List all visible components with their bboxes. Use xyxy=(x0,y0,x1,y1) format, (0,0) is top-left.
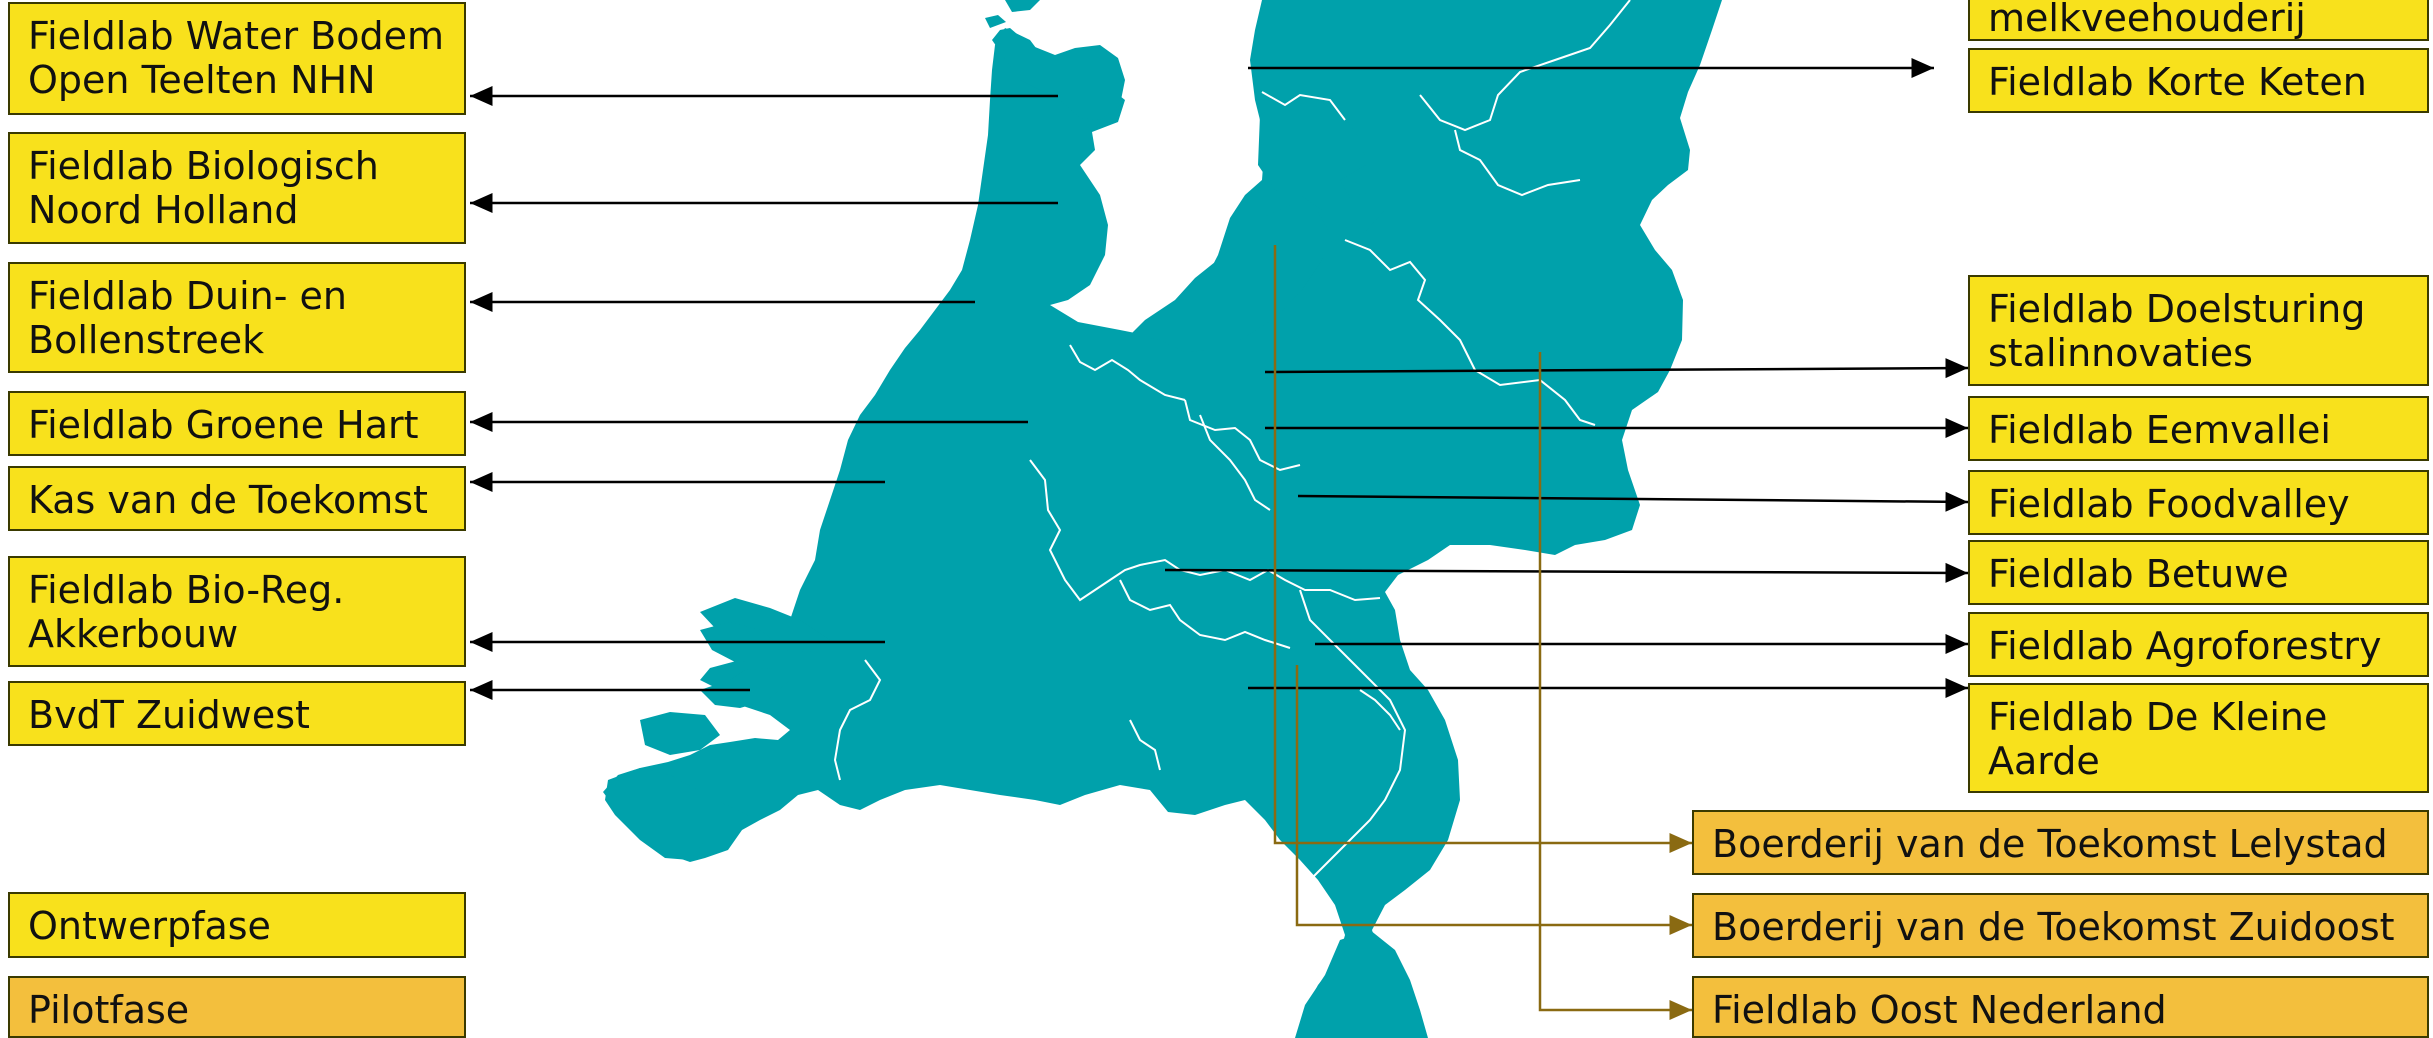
label-fieldlab-bio-reg: Fieldlab Bio-Reg. Akkerbouw xyxy=(8,556,466,667)
mainland-region xyxy=(603,0,1722,1038)
pilot-connector xyxy=(1273,245,1692,853)
zeeland-island xyxy=(700,668,790,708)
label-text: Fieldlab Duin- en Bollenstreek xyxy=(28,274,347,362)
label-fieldlab-biologisch: Fieldlab Biologisch Noord Holland xyxy=(8,132,466,244)
flevoland-south xyxy=(1130,205,1328,352)
label-fieldlab-groene-hart: Fieldlab Groene Hart xyxy=(8,391,466,456)
label-text: Kas van de Toekomst xyxy=(28,478,428,522)
label-text: Fieldlab Oost Nederland xyxy=(1712,988,2167,1032)
flevoland-region xyxy=(1258,98,1385,242)
label-fieldlab-oost-nederland: Fieldlab Oost Nederland xyxy=(1692,976,2429,1038)
label-fieldlab-korte-keten: Fieldlab Korte Keten xyxy=(1968,48,2429,113)
label-melkveehouderij: melkveehouderij xyxy=(1968,0,2429,41)
label-fieldlab-foodvalley: Fieldlab Foodvalley xyxy=(1968,470,2429,535)
label-bvdt-zuidwest: BvdT Zuidwest xyxy=(8,681,466,746)
legend-design-phase: Ontwerpfase xyxy=(8,892,466,958)
pilot-connector xyxy=(1295,665,1692,935)
zeeland-island xyxy=(640,712,720,755)
label-kas-van-de-toekomst: Kas van de Toekomst xyxy=(8,466,466,531)
label-text: Fieldlab Groene Hart xyxy=(28,403,419,447)
label-text: Fieldlab Doelsturing stalinnovaties xyxy=(1988,287,2366,375)
legend-pilot-phase: Pilotfase xyxy=(8,976,466,1038)
label-text: BvdT Zuidwest xyxy=(28,693,310,737)
label-fieldlab-eemvallei: Fieldlab Eemvallei xyxy=(1968,396,2429,461)
connector-line xyxy=(1264,358,1969,379)
label-fieldlab-betuwe: Fieldlab Betuwe xyxy=(1968,540,2429,605)
wadden-island xyxy=(1005,0,1040,12)
label-text: Fieldlab Foodvalley xyxy=(1988,482,2350,526)
label-fieldlab-duin-bollenstreek: Fieldlab Duin- en Bollenstreek xyxy=(8,262,466,373)
pilot-connector xyxy=(1538,352,1692,1020)
zeeland-island xyxy=(700,598,830,652)
label-text: Boerderij van de Toekomst Lelystad xyxy=(1712,822,2388,866)
connector-line xyxy=(1164,562,1969,583)
wadden-island xyxy=(985,15,1006,28)
label-text: Fieldlab Biologisch Noord Holland xyxy=(28,144,379,232)
legend-text: Ontwerpfase xyxy=(28,904,271,948)
label-text: Fieldlab Bio-Reg. Akkerbouw xyxy=(28,568,345,656)
connector-line xyxy=(1297,491,1969,512)
label-text: Fieldlab Water Bodem Open Teelten NHN xyxy=(28,14,444,102)
limburg-region xyxy=(1295,930,1428,1038)
label-text: Fieldlab Agroforestry xyxy=(1988,624,2382,668)
label-text: melkveehouderij xyxy=(1988,0,2306,40)
label-fieldlab-water-bodem: Fieldlab Water Bodem Open Teelten NHN xyxy=(8,2,466,115)
label-text: Fieldlab De Kleine Aarde xyxy=(1988,695,2328,783)
label-fieldlab-doelsturing: Fieldlab Doelsturing stalinnovaties xyxy=(1968,275,2429,386)
label-text: Fieldlab Eemvallei xyxy=(1988,408,2331,452)
label-bvdt-zuidoost: Boerderij van de Toekomst Zuidoost xyxy=(1692,893,2429,958)
zeeland-island xyxy=(605,768,748,860)
label-fieldlab-de-kleine-aarde: Fieldlab De Kleine Aarde xyxy=(1968,683,2429,793)
legend-text: Pilotfase xyxy=(28,988,190,1032)
label-fieldlab-agroforestry: Fieldlab Agroforestry xyxy=(1968,612,2429,677)
label-text: Fieldlab Korte Keten xyxy=(1988,60,2367,104)
label-bvdt-lelystad: Boerderij van de Toekomst Lelystad xyxy=(1692,810,2429,875)
north-holland-lobe xyxy=(992,28,1125,120)
label-text: Boerderij van de Toekomst Zuidoost xyxy=(1712,905,2395,949)
label-text: Fieldlab Betuwe xyxy=(1988,552,2289,596)
